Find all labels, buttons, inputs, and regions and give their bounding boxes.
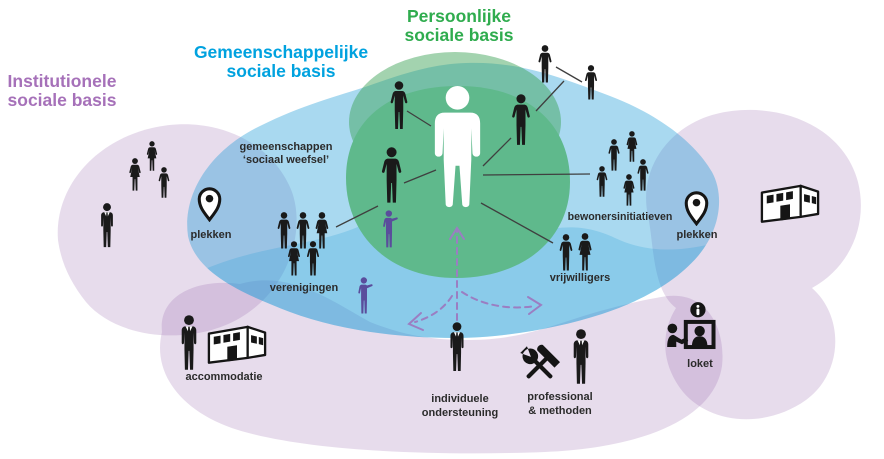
arrow-left-head bbox=[407, 312, 424, 331]
personal-blob bbox=[346, 86, 570, 278]
building-icon bbox=[207, 325, 267, 364]
support-arrows bbox=[407, 226, 543, 331]
line-upperright-person bbox=[482, 137, 512, 167]
label-gemeenschappen-line1: gemeenschappen bbox=[240, 141, 333, 153]
title-gemeenschappelijke-line1: Gemeenschappelijke bbox=[194, 42, 368, 62]
label-plekken-left: plekken bbox=[191, 229, 232, 241]
institutional-blob-bottom bbox=[160, 280, 723, 454]
line-verenigingen bbox=[335, 205, 379, 228]
label-individuele-line1: individuele bbox=[431, 393, 488, 405]
label-vrijwilligers: vrijwilligers bbox=[550, 272, 611, 284]
label-loket: loket bbox=[687, 358, 713, 370]
title-gemeenschappelijke: Gemeenschappelijke sociale basis bbox=[194, 42, 368, 81]
title-institutionele-line2: sociale basis bbox=[8, 90, 117, 110]
arrow-left-dashed bbox=[414, 295, 453, 323]
title-institutionele-line1: Institutionele bbox=[8, 71, 117, 91]
title-persoonlijke-line1: Persoonlijke bbox=[407, 6, 511, 26]
label-verenigingen: verenigingen bbox=[270, 282, 339, 294]
arrow-right-head bbox=[527, 296, 543, 315]
title-persoonlijke-line2: sociale basis bbox=[405, 25, 514, 45]
label-gemeenschappen-line2: ‘sociaal weefsel’ bbox=[243, 154, 329, 166]
building-icon bbox=[760, 184, 820, 223]
line-left-person bbox=[403, 169, 437, 184]
title-persoonlijke: Persoonlijke sociale basis bbox=[405, 6, 514, 45]
label-accommodatie: accommodatie bbox=[185, 371, 262, 383]
line-topright-pair bbox=[555, 66, 583, 83]
line-vrijwilligers bbox=[480, 202, 554, 244]
line-bewonersinitiatieven bbox=[482, 173, 591, 176]
labels: gemeenschappen ‘sociaal weefsel’ plekken… bbox=[185, 141, 717, 419]
institutional-blob-left bbox=[57, 124, 297, 336]
label-individuele-line2: ondersteuning bbox=[422, 407, 498, 419]
title-gemeenschappelijke-line2: sociale basis bbox=[227, 61, 336, 81]
line-upperleft-person bbox=[406, 110, 432, 127]
label-bewonersinitiatieven: bewonersinitiatieven bbox=[568, 211, 673, 223]
label-professional-line1: professional bbox=[527, 391, 592, 403]
title-institutionele: Institutionele sociale basis bbox=[8, 71, 117, 110]
arrow-right-dashed bbox=[461, 291, 536, 309]
arrow-up-head bbox=[449, 226, 465, 240]
network-lines bbox=[335, 66, 591, 244]
label-plekken-right: plekken bbox=[677, 229, 718, 241]
line-to-topright bbox=[535, 80, 565, 112]
label-professional-line2: & methoden bbox=[528, 405, 592, 417]
